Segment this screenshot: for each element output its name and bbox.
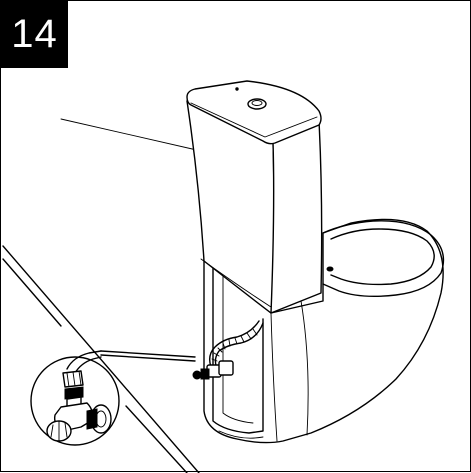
step-number-badge: 14	[1, 1, 68, 68]
cistern-tank	[186, 80, 323, 314]
callout-leader	[100, 350, 196, 362]
water-hose	[208, 320, 264, 370]
toilet-bowl	[203, 218, 445, 444]
floor-wall-lines	[2, 118, 202, 473]
angle-valve	[192, 360, 234, 380]
valve-detail-callout	[30, 350, 120, 446]
